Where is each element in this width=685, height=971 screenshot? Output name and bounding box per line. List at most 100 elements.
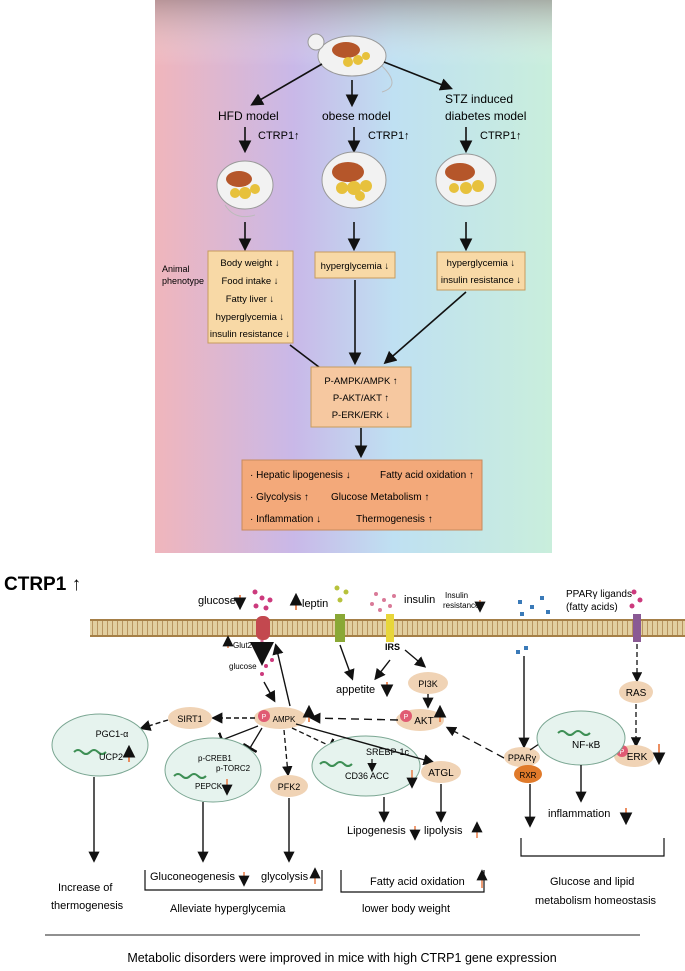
pfk2-label: PFK2	[278, 782, 301, 792]
glycolysis-label: glycolysis	[261, 871, 309, 883]
obese-phenotype-box	[314, 251, 396, 279]
akt-label: AKT	[414, 716, 433, 727]
glucose-label: glucose	[198, 595, 236, 607]
ucp2-label: UCP2	[99, 752, 123, 762]
obese-ctrp1-label: CTRP1↑	[368, 130, 410, 142]
pepck-label: PEPCK	[195, 782, 223, 791]
ppar-ligands-label-1: PPARγ ligands	[566, 589, 632, 600]
inflammation-label: inflammation	[548, 808, 610, 820]
thermogenesis-label-2: thermogenesis	[51, 900, 124, 912]
hfd-phenotype-box	[207, 250, 294, 344]
figure-caption: Metabolic disorders were improved in mic…	[127, 951, 556, 965]
insulin-receptor-icon: IRS	[385, 614, 400, 652]
lower-body-weight-label: lower body weight	[362, 903, 450, 915]
appetite-label: appetite	[336, 684, 375, 696]
pgc1a-nucleus	[51, 713, 149, 777]
signaling-box	[310, 366, 412, 428]
signaling-ampk: P-AMPK/AMPK ↑	[324, 376, 397, 387]
stz-model-label-2: diabetes model	[445, 109, 526, 123]
srebp-nucleus	[311, 735, 421, 797]
obese-mouse-icon	[321, 151, 387, 209]
p-torc2-label: p-TORC2	[216, 764, 251, 773]
hfd-phenotype-1: Body weight ↓	[220, 258, 279, 269]
sirt1-node	[168, 707, 212, 729]
ampk-label: AMPK	[273, 715, 296, 724]
leptin-label: leptin	[302, 598, 328, 610]
ctrp1-title: CTRP1 ↑	[4, 574, 81, 595]
stz-ctrp1-label: CTRP1↑	[480, 130, 522, 142]
cd36-acc-label: CD36 ACC	[345, 771, 390, 781]
leptin-receptor-icon	[335, 614, 345, 642]
mouse-icon	[307, 33, 393, 93]
creb-nucleus	[164, 737, 262, 803]
hfd-phenotype-2: Food intake ↓	[221, 276, 278, 287]
ras-receptor-icon	[633, 614, 641, 642]
top-panel: HFD model obese model STZ induced diabet…	[155, 0, 552, 553]
fatty-acid-oxidation-label: Fatty acid oxidation	[370, 876, 465, 888]
bottom-panel: CTRP1 ↑ glucose leptin insulin Insulin r…	[4, 574, 685, 965]
homeostasis-bracket	[520, 838, 665, 857]
insulin-label: insulin	[404, 594, 435, 606]
outcome-2a: · Glycolysis ↑	[250, 492, 309, 503]
ppar-node	[504, 747, 540, 767]
hfd-phenotype-4: hyperglycemia ↓	[216, 312, 285, 323]
stz-phenotype-box	[436, 251, 526, 291]
ppar-label: PPARγ	[508, 753, 537, 763]
signaling-erk: P-ERK/ERK ↓	[332, 410, 391, 421]
thermogenesis-label-1: Increase of	[58, 882, 113, 894]
animal-phenotype-label-2: phenotype	[162, 276, 204, 286]
srebp1c-label: SREBP-1c	[366, 747, 410, 757]
ampk-phospho-label: P	[262, 714, 267, 721]
dna-icon-3	[319, 761, 353, 767]
outcome-1b: Fatty acid oxidation ↑	[380, 470, 474, 481]
ras-label: RAS	[626, 688, 647, 699]
nfkb-nucleus	[536, 710, 626, 766]
nfkb-label: NF-κB	[572, 740, 601, 751]
hfd-phenotype-5: insulin resistance ↓	[210, 329, 290, 340]
lipolysis-label: lipolysis	[424, 825, 463, 837]
pfk2-node	[270, 775, 308, 797]
rxr-label: RXR	[520, 771, 537, 780]
sirt1-label: SIRT1	[177, 714, 202, 724]
alleviate-label: Alleviate hyperglycemia	[170, 903, 286, 915]
homeostasis-label-1: Glucose and lipid	[550, 876, 634, 888]
hyperglycemia-bracket	[144, 870, 323, 891]
dna-icon-2	[173, 773, 207, 779]
insulin-resistance-label-2: resistance	[443, 601, 480, 610]
outcomes-box	[241, 459, 483, 531]
dna-icon	[73, 749, 107, 755]
hfd-mouse-icon	[216, 160, 274, 218]
ppar-ligands-label-2: (fatty acids)	[566, 602, 618, 613]
erk-label: ERK	[627, 752, 648, 763]
irs-label: IRS	[385, 642, 400, 652]
outcome-3b: Thermogenesis ↑	[356, 514, 433, 525]
hfd-ctrp1-label: CTRP1↑	[258, 130, 300, 142]
pi3k-label: PI3K	[418, 679, 438, 689]
signaling-akt: P-AKT/AKT ↑	[333, 393, 389, 404]
atgl-node	[421, 761, 461, 783]
stz-phenotype-1: hyperglycemia ↓	[447, 258, 516, 269]
glut2-label: Glut2	[233, 641, 253, 650]
dna-icon-4	[557, 730, 591, 736]
atgl-label: ATGL	[428, 768, 454, 779]
p-creb1-label: p-CREB1	[198, 754, 232, 763]
akt-phospho-label: P	[404, 714, 409, 721]
outcome-1a: · Hepatic lipogenesis ↓	[250, 470, 351, 481]
glucose-inside-label: glucose	[229, 662, 257, 671]
ras-node	[619, 681, 653, 703]
lipogenesis-label: Lipogenesis	[347, 825, 406, 837]
rxr-node	[514, 765, 542, 783]
hfd-phenotype-3: Fatty liver ↓	[226, 294, 275, 305]
erk-phospho-label: P	[620, 749, 625, 756]
animal-phenotype-label-1: Animal	[162, 264, 190, 274]
pi3k-node	[408, 672, 448, 694]
body-weight-bracket	[340, 870, 485, 893]
glut2-receptor-icon	[250, 616, 274, 666]
outcome-3a: · Inflammation ↓	[250, 514, 321, 525]
stz-phenotype-2: insulin resistance ↓	[441, 275, 521, 286]
hfd-model-label: HFD model	[218, 109, 279, 123]
outcome-2b: Glucose Metabolism ↑	[331, 492, 429, 503]
insulin-resistance-label-1: Insulin	[445, 591, 468, 600]
obese-model-label: obese model	[322, 109, 391, 123]
